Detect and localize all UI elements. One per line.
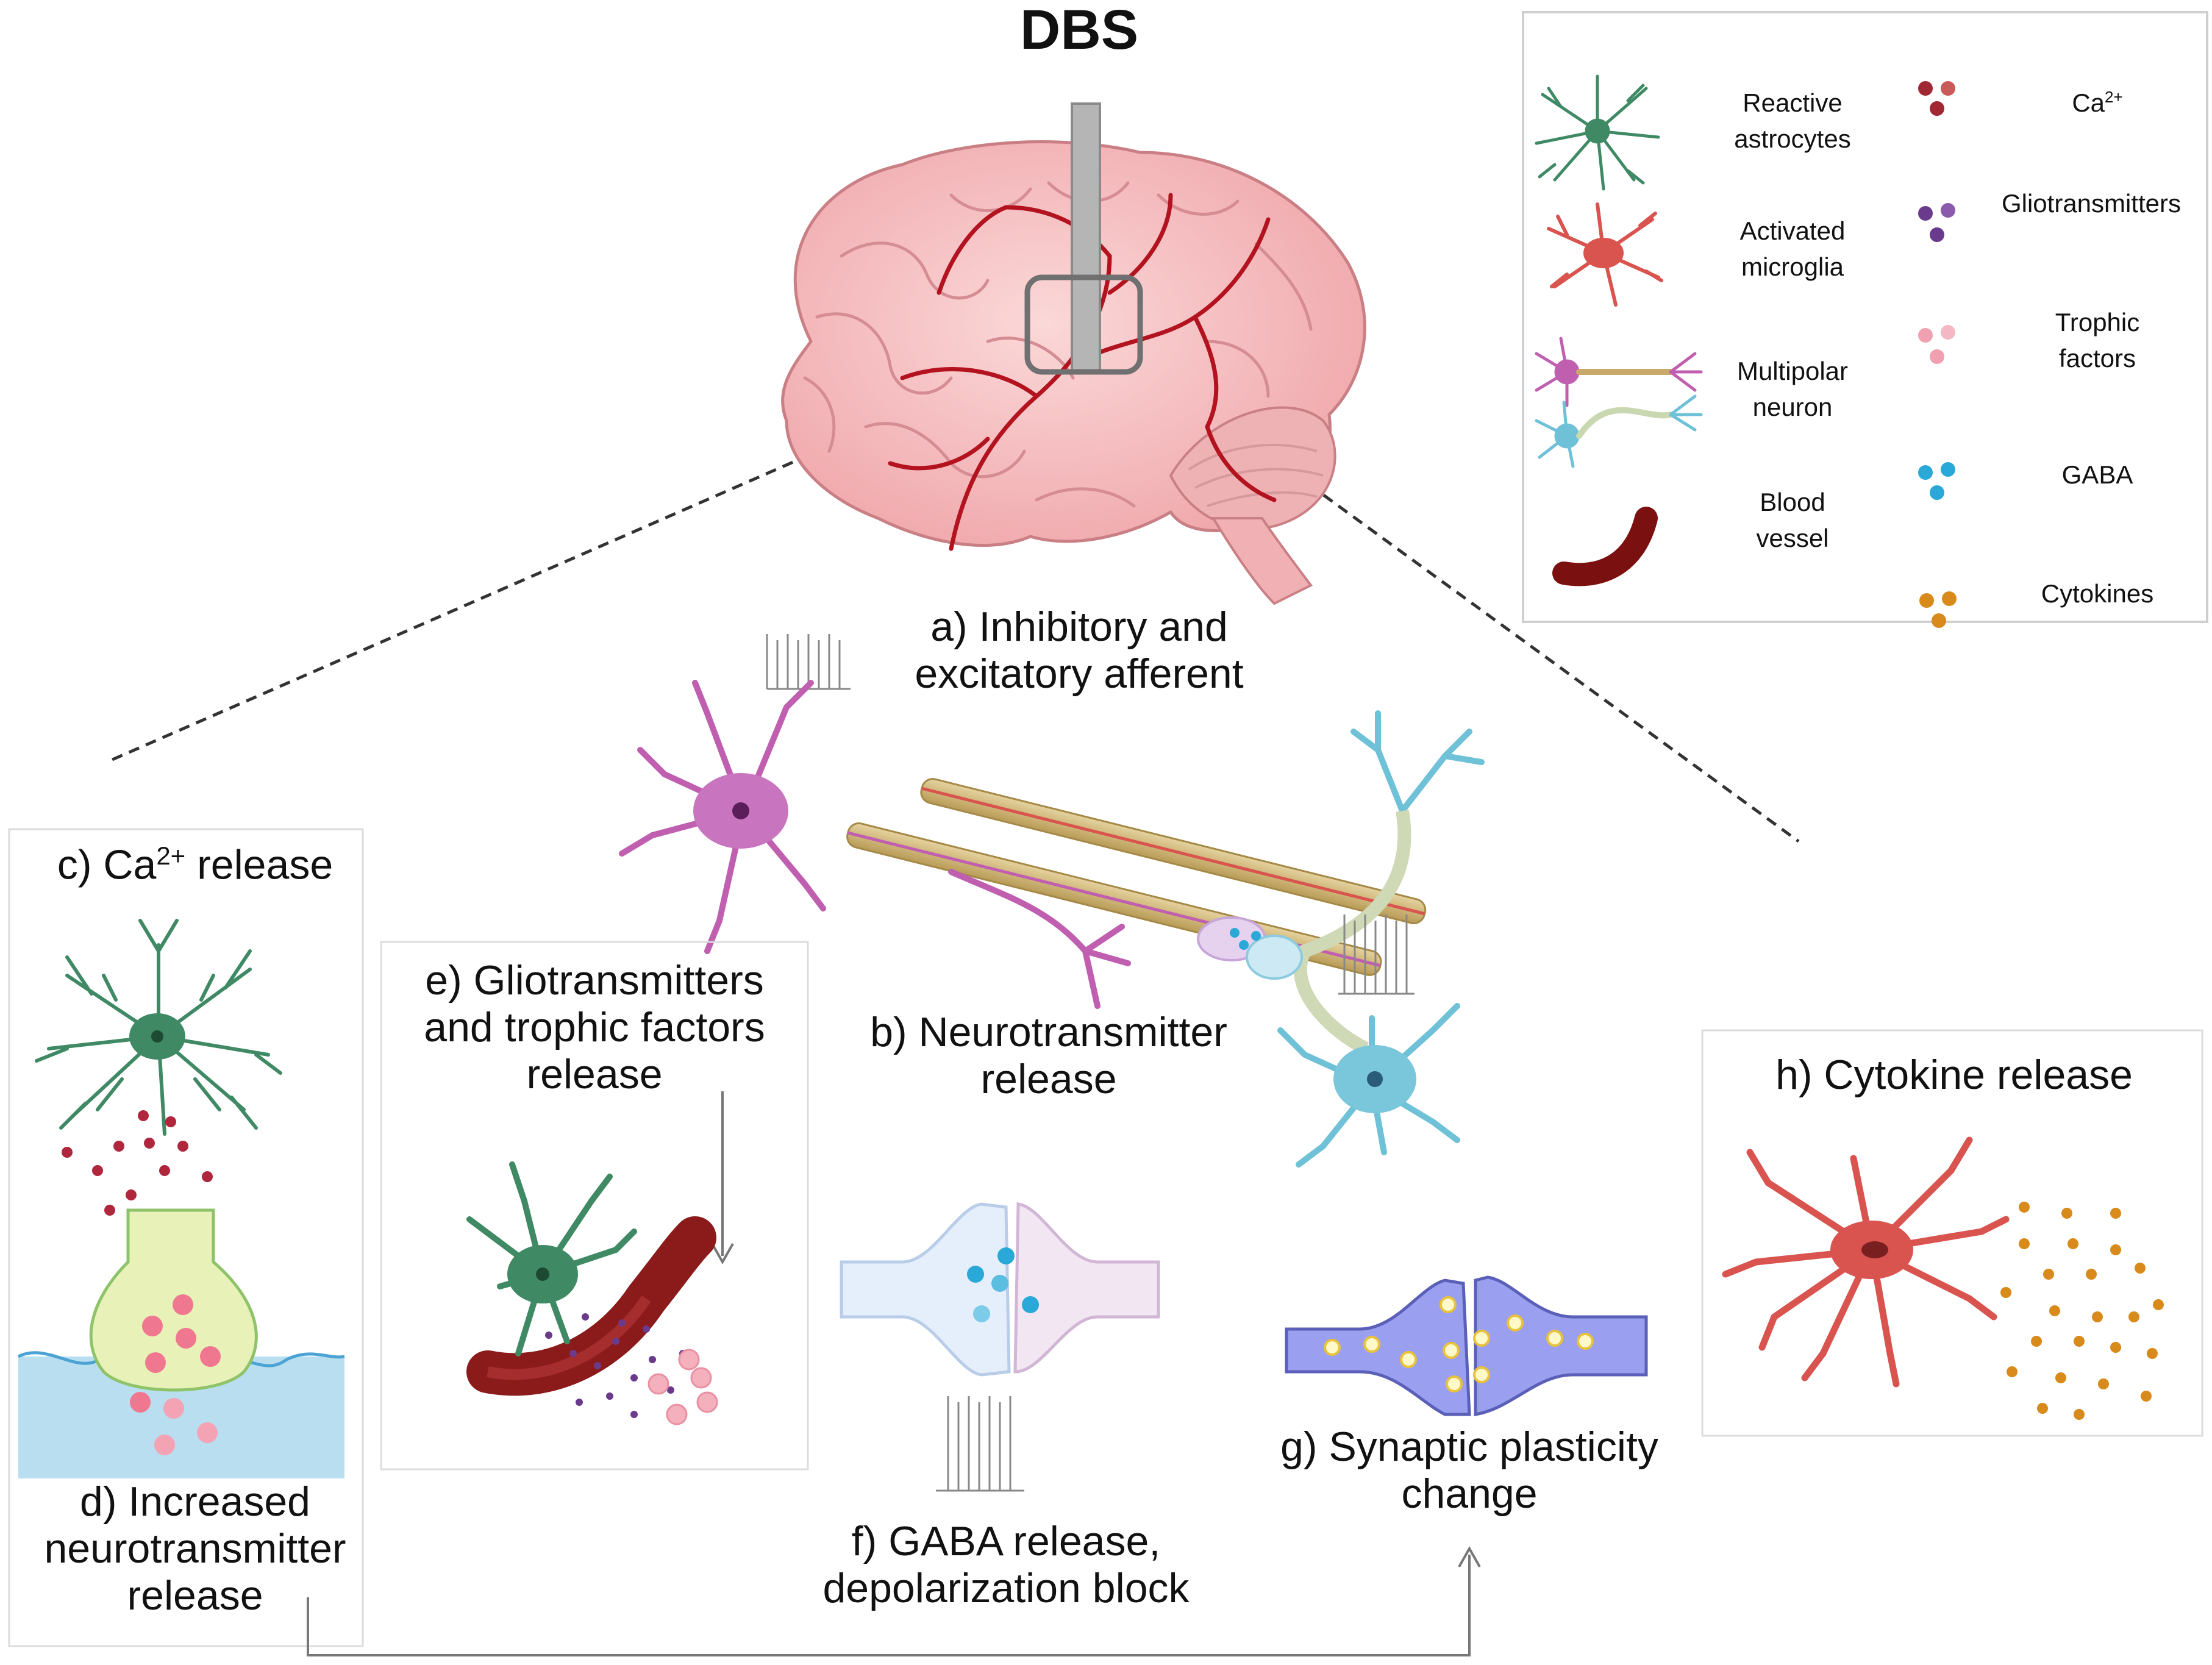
label-c-prefix: c) Ca <box>57 841 157 888</box>
presynaptic-terminal-illustration <box>17 1208 345 1478</box>
afferent-neurons-illustration <box>619 634 1485 1168</box>
spike-train-f <box>936 1396 1024 1492</box>
label-d: d) Increased neurotransmitter release <box>44 1478 346 1619</box>
gliotransmitter-dots-icon <box>1918 203 1955 242</box>
panel-c-d-box <box>8 828 364 1647</box>
label-b: b) Neurotransmitter release <box>870 1009 1227 1102</box>
label-e: e) Gliotransmitters and trophic factors … <box>424 957 765 1097</box>
label-a: a) Inhibitory and excitatory afferent <box>915 604 1244 697</box>
legend-label-gliotransmitters: Gliotransmitters <box>2001 189 2182 218</box>
brain-illustration <box>781 102 1366 605</box>
legend-label-trophic: Trophic factors <box>2055 308 2140 373</box>
astrocyte-ca-illustration <box>35 919 282 1136</box>
label-c-suffix: release <box>185 841 334 888</box>
gaba-synapse-illustration <box>840 1202 1160 1492</box>
spike-train-right <box>1338 915 1415 995</box>
microglia-cytokine-illustration <box>1722 1136 2164 1420</box>
label-c: c) Ca2+ release <box>24 841 366 888</box>
legend-label-microglia: Activated microglia <box>1739 216 1846 281</box>
cytokine-dots-icon <box>1919 591 1957 628</box>
gaba-dots-icon <box>1918 462 1955 500</box>
label-f: f) GABA release, depolarization block <box>822 1518 1190 1611</box>
legend-label-ca: Ca2+ <box>2018 85 2177 121</box>
legend-label-ca-sup: 2+ <box>2105 88 2123 106</box>
panel-h-box <box>1701 1029 2203 1437</box>
neuron-icon <box>1535 337 1703 468</box>
legend-label-neuron: Multipolar neuron <box>1736 357 1849 421</box>
ca-particles <box>62 1110 213 1222</box>
microglia-icon <box>1547 202 1663 307</box>
legend-label-astrocytes: Reactive astrocytes <box>1734 88 1851 153</box>
legend-label-cytokines: Cytokines <box>2041 579 2154 608</box>
astrocyte-vessel-illustration <box>466 1161 718 1425</box>
legend-label-vessel: Blood vessel <box>1756 488 1829 552</box>
panel-e-box <box>380 941 809 1471</box>
d-to-g-arrow <box>307 1555 1471 1656</box>
astrocyte-icon <box>1535 74 1660 191</box>
label-g: g) Synaptic plasticity change <box>1280 1424 1658 1517</box>
plasticity-synapse-illustration <box>1285 1275 1648 1416</box>
label-h: h) Cytokine release <box>1775 1052 2133 1098</box>
legend-label-ca-prefix: Ca <box>2072 88 2105 117</box>
label-c-sup: 2+ <box>156 841 186 870</box>
trophic-dots-icon <box>1918 325 1955 364</box>
ca-dots-icon <box>1918 81 1955 116</box>
title-dbs: DBS <box>1019 0 1139 61</box>
legend-label-gaba: GABA <box>2061 460 2133 489</box>
blood-vessel-icon <box>1552 507 1658 586</box>
